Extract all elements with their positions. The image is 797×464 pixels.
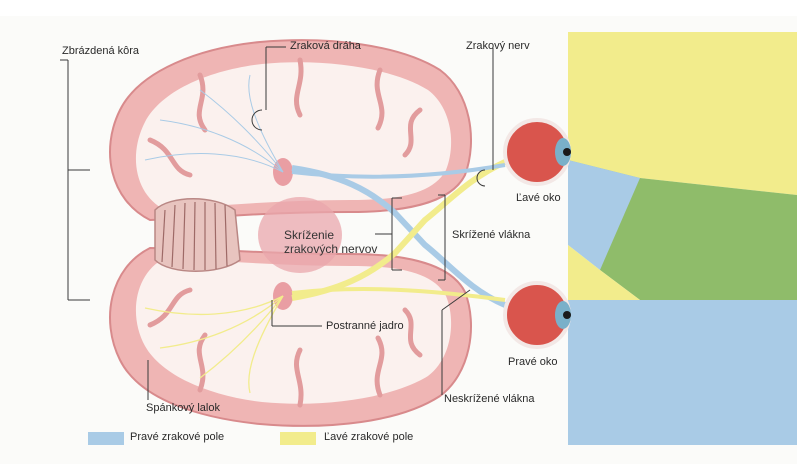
label-crossed-fibers: Skrížené vlákna — [452, 229, 530, 242]
legend-swatch-right-field — [88, 432, 124, 445]
left-eye-drawing — [505, 120, 571, 184]
label-right-eye: Pravé oko — [508, 356, 558, 369]
label-chiasm: Skríženie zrakových nervov — [284, 228, 380, 256]
label-striate-cortex: Zbrázdená kôra — [62, 45, 139, 58]
label-optic-tract: Zraková dráha — [290, 40, 361, 53]
label-uncrossed-fibers: Neskrížené vlákna — [444, 393, 535, 406]
legend-right-field: Pravé zrakové pole — [130, 431, 224, 443]
right-eye-drawing — [505, 283, 571, 347]
label-optic-nerve: Zrakový nerv — [466, 40, 530, 53]
label-lateral-nucleus: Postranné jadro — [326, 320, 404, 333]
legend-swatch-left-field — [280, 432, 316, 445]
legend-left-field: Ľavé zrakové pole — [324, 431, 413, 443]
right-visual-field-bottom — [568, 300, 797, 445]
label-left-eye: Ľavé oko — [516, 192, 561, 205]
label-temporal-lobe: Spánkový lalok — [146, 402, 220, 415]
